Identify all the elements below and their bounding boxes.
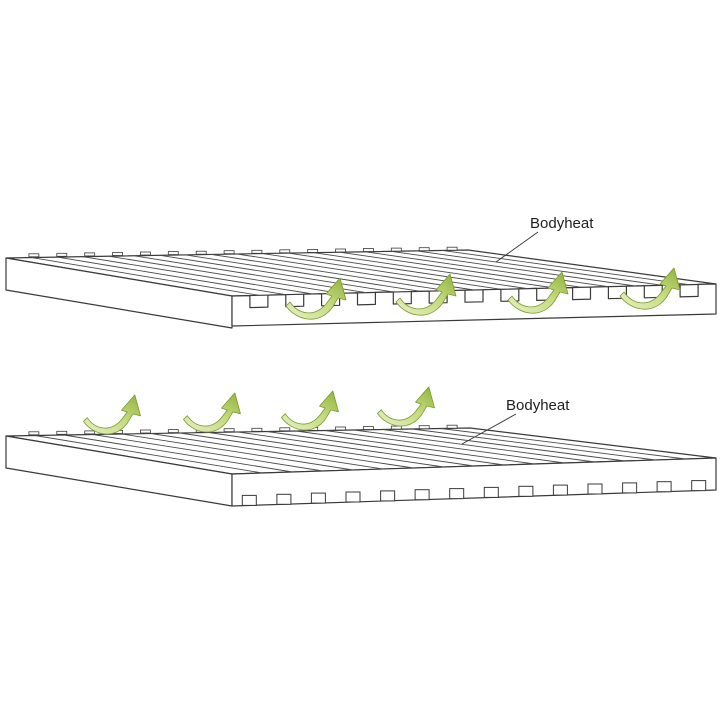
groove-line (442, 249, 690, 286)
groove-line (134, 255, 367, 294)
edge-bump (223, 250, 235, 255)
groove-line (313, 252, 555, 289)
edge-bump (362, 426, 374, 430)
edge-bump (223, 428, 235, 433)
groove-line (82, 256, 313, 295)
groove-line (295, 430, 535, 465)
edge-bump (167, 429, 179, 434)
edge-bump (390, 247, 402, 252)
bottom-panel-bodyheat-label: Bodyheat (506, 397, 570, 414)
edge-bump (251, 427, 263, 432)
groove-line (236, 253, 475, 291)
edge-bump (84, 430, 96, 435)
bottom-notch (691, 480, 707, 492)
bottom-notch (587, 483, 603, 495)
curved-heat-arrow-icon (377, 386, 435, 427)
curved-heat-arrow-icon (395, 273, 457, 316)
top-panel-left-face (5, 257, 233, 329)
groove-line (416, 250, 663, 286)
edge-bump (362, 248, 374, 252)
bottom-notch (483, 486, 499, 498)
bottom-panel: Bodyheat (5, 386, 717, 507)
top-panel-back-edge-bumps (28, 246, 458, 258)
groove-line (31, 257, 259, 296)
bottom-notch (380, 490, 396, 502)
groove-line (211, 253, 448, 292)
bottom-notch (345, 491, 361, 503)
curved-heat-arrow-icon (183, 392, 241, 433)
top-panel-bodyheat-label: Bodyheat (530, 215, 594, 232)
groove-line (353, 429, 596, 463)
edge-bump (56, 430, 68, 435)
edge-bump (84, 252, 96, 257)
bottom-panel-grooves (34, 428, 686, 474)
groove-line (34, 435, 263, 474)
edge-bump (446, 246, 458, 251)
edge-bump (112, 252, 123, 256)
curved-heat-arrow-icon (285, 277, 347, 320)
groove-line (266, 431, 505, 466)
top-panel: Bodyheat (5, 215, 717, 329)
bottom-notch (241, 494, 257, 506)
edge-bump (139, 429, 151, 434)
curved-heat-arrow-icon (507, 271, 569, 314)
groove-line (208, 432, 444, 468)
groove-line (288, 252, 528, 290)
bottom-notch (518, 485, 534, 497)
edge-bump (307, 248, 319, 253)
groove-line (57, 256, 286, 296)
groove-line (411, 428, 656, 461)
top-panel-leader-line (495, 231, 539, 263)
edge-bump (56, 252, 68, 257)
curved-heat-arrow-icon (281, 390, 339, 431)
groove-line (324, 430, 565, 464)
curved-heat-arrow-icon (83, 394, 141, 435)
edge-bump (446, 424, 458, 429)
edge-bump (390, 425, 402, 430)
bottom-notch (622, 482, 638, 494)
groove-line (440, 428, 686, 460)
groove-line (237, 431, 475, 467)
edge-bump (195, 250, 207, 255)
bottom-notch (310, 492, 326, 504)
bottom-notch (656, 481, 672, 493)
groove-line (150, 433, 384, 470)
bottom-notch (414, 489, 430, 501)
edge-bump (251, 249, 263, 254)
edge-bump (139, 251, 151, 256)
bottom-panel-leader-line (461, 413, 517, 445)
groove-line (382, 429, 626, 462)
bottom-notch (276, 493, 292, 505)
edge-bump (335, 426, 347, 431)
edge-bump (167, 251, 179, 256)
groove-line (63, 434, 293, 473)
bottom-panel-back-edge-bumps (28, 424, 458, 436)
groove-line (108, 255, 340, 294)
edge-bump (418, 247, 430, 252)
edge-bump (28, 431, 40, 436)
groove-line (390, 250, 636, 287)
curved-heat-arrow-icon (619, 267, 681, 310)
bottom-notch (449, 488, 465, 500)
bottom-notch (552, 484, 568, 496)
edge-bump (279, 249, 291, 254)
groove-line (121, 433, 354, 471)
top-panel-grooves (31, 249, 690, 296)
groove-line (185, 254, 421, 292)
bottom-panel-heat-arrows (83, 386, 435, 435)
groove-line (262, 253, 501, 290)
groove-line (339, 251, 582, 288)
groove-line (365, 251, 609, 288)
groove-line (92, 434, 323, 472)
top-panel-heat-arrows (285, 267, 681, 320)
edge-bump (279, 427, 291, 432)
edge-bump (418, 425, 430, 430)
edge-bump (28, 253, 40, 258)
groove-line (179, 432, 414, 469)
groove-line (159, 254, 394, 293)
edge-bump (335, 248, 347, 253)
